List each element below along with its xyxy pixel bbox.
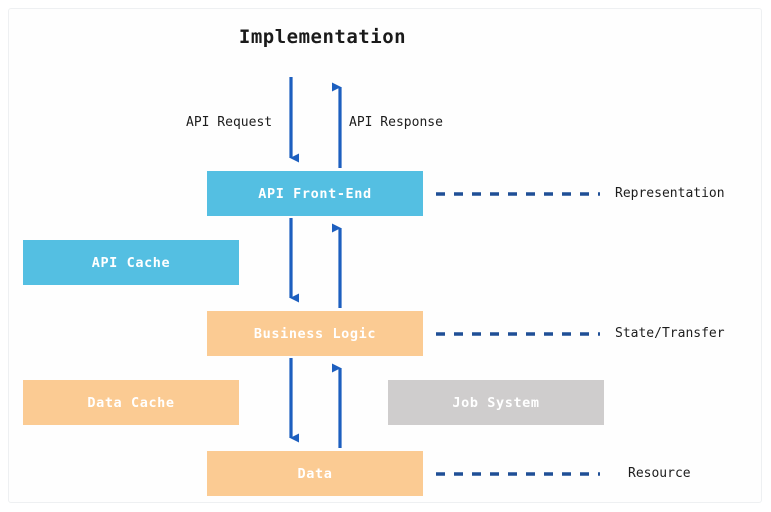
node-label: API Cache	[91, 254, 171, 271]
node-label: Data Cache	[87, 394, 175, 411]
side-label-representation: Representation	[615, 186, 725, 201]
node-api-cache[interactable]: API Cache	[23, 240, 239, 285]
node-label: Business Logic	[253, 325, 377, 342]
side-label-resource: Resource	[628, 466, 691, 481]
node-label: Job System	[452, 394, 540, 411]
node-job-system[interactable]: Job System	[388, 380, 604, 425]
node-data[interactable]: Data	[207, 451, 423, 496]
page-title: Implementation	[238, 26, 407, 48]
side-label-state-transfer: State/Transfer	[615, 326, 725, 341]
node-label: API Front-End	[258, 185, 372, 202]
node-business-logic[interactable]: Business Logic	[207, 311, 423, 356]
node-label: Data	[297, 465, 333, 482]
node-data-cache[interactable]: Data Cache	[23, 380, 239, 425]
flow-label-api-response: API Response	[349, 115, 443, 130]
node-api-front-end[interactable]: API Front-End	[207, 171, 423, 216]
flow-label-api-request: API Request	[186, 115, 273, 130]
